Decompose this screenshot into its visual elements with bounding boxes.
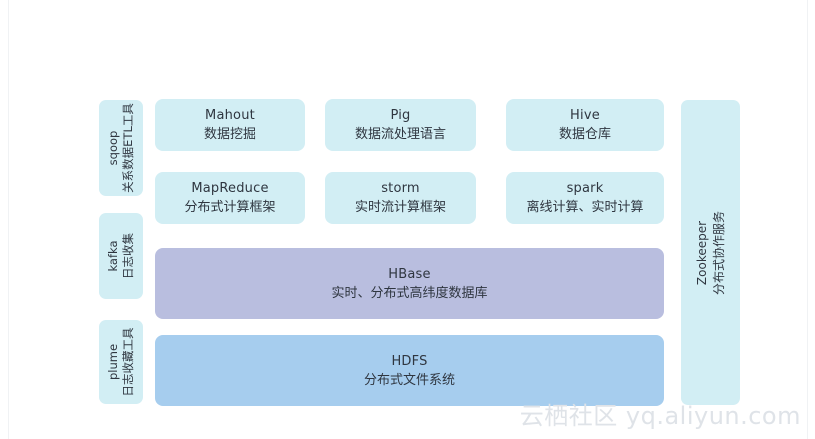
mahout-desc: 数据挖掘	[203, 127, 256, 142]
zookeeper-name: Zookeeper	[694, 220, 709, 285]
spark-desc: 离线计算、实时计算	[526, 200, 644, 215]
zookeeper-desc: 分布式协作服务	[711, 210, 726, 295]
hive-title: Hive	[570, 108, 600, 123]
mahout-box: Mahout 数据挖掘	[155, 99, 305, 151]
sqoop-desc: 关系数据ETL工具	[121, 103, 135, 193]
storm-box: storm 实时流计算框架	[325, 172, 476, 224]
storm-title: storm	[381, 181, 420, 196]
hbase-box: HBase 实时、分布式高纬度数据库	[155, 248, 664, 319]
kafka-box: kafka 日志收集	[99, 213, 143, 299]
hdfs-box: HDFS 分布式文件系统	[155, 335, 664, 406]
storm-desc: 实时流计算框架	[354, 200, 446, 215]
spark-title: spark	[566, 181, 604, 196]
hive-desc: 数据仓库	[558, 127, 611, 142]
plume-box: plume 日志收藏工具	[99, 320, 143, 404]
spark-box: spark 离线计算、实时计算	[506, 172, 664, 224]
plume-desc: 日志收藏工具	[121, 327, 135, 397]
mapreduce-title: MapReduce	[191, 181, 269, 196]
hbase-desc: 实时、分布式高纬度数据库	[331, 285, 488, 301]
mahout-title: Mahout	[205, 108, 255, 123]
sqoop-box: sqoop 关系数据ETL工具	[99, 100, 143, 196]
pig-box: Pig 数据流处理语言	[325, 99, 476, 151]
kafka-name: kafka	[106, 240, 120, 272]
sqoop-name: sqoop	[106, 130, 120, 166]
pig-desc: 数据流处理语言	[354, 127, 446, 142]
hbase-title: HBase	[388, 266, 431, 282]
zookeeper-box: Zookeeper 分布式协作服务	[681, 100, 740, 405]
plume-name: plume	[106, 343, 120, 381]
hive-box: Hive 数据仓库	[506, 99, 664, 151]
mapreduce-desc: 分布式计算框架	[184, 200, 276, 215]
watermark-text: 云栖社区 yq.aliyun.com	[519, 402, 801, 430]
hdfs-desc: 分布式文件系统	[363, 372, 455, 388]
pig-title: Pig	[390, 108, 411, 123]
kafka-desc: 日志收集	[121, 233, 135, 279]
mapreduce-box: MapReduce 分布式计算框架	[155, 172, 305, 224]
hdfs-title: HDFS	[391, 353, 428, 369]
